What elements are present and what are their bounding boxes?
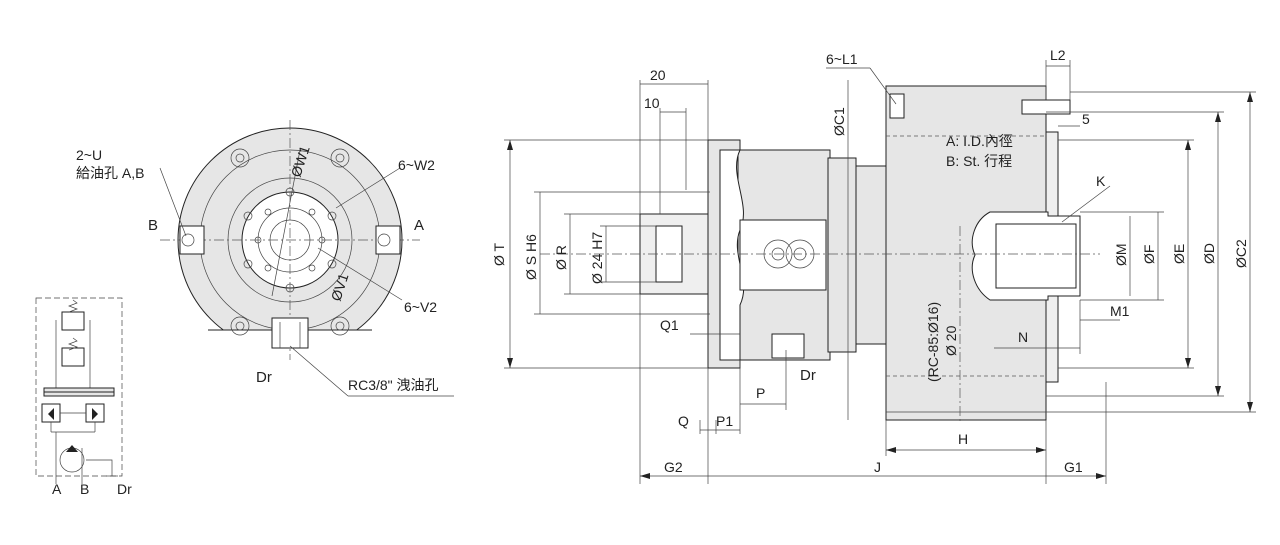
p1-label: P1 — [716, 413, 733, 429]
circuit-dr-label: Dr — [117, 481, 132, 497]
l1-label: 6~L1 — [826, 51, 858, 67]
hole-v2-label: 6~V2 — [404, 299, 437, 315]
dia-s-label: Ø S H6 — [523, 234, 539, 280]
dim-20-label: 20 — [650, 67, 666, 83]
dia-d-label: ØD — [1201, 243, 1217, 264]
port-a-boss — [375, 225, 401, 255]
dia-r-label: Ø R — [553, 245, 569, 270]
g2-label: G2 — [664, 459, 683, 475]
supply-qty-label: 2~U — [76, 147, 102, 163]
supply-desc-label: 給油孔 A,B — [76, 165, 144, 181]
port-b-label: B — [148, 217, 158, 234]
dia-24h7-label: Ø 24 H7 — [589, 232, 605, 284]
side-dimensions — [504, 60, 1256, 484]
port-a-label: A — [414, 217, 424, 234]
hydraulic-circuit — [35, 297, 123, 484]
dia-m-label: ØM — [1113, 243, 1129, 266]
l2-label: L2 — [1050, 47, 1066, 63]
dia-e-label: ØE — [1171, 244, 1187, 264]
dim-10-label: 10 — [644, 95, 660, 111]
dia-t-label: Ø T — [491, 242, 507, 266]
circuit-b-label: B — [80, 481, 89, 497]
inner-holes — [243, 187, 337, 293]
rear-ring — [827, 157, 857, 353]
c1-label: ØC1 — [831, 107, 847, 136]
side-view — [540, 85, 1100, 424]
circuit-a-label: A — [52, 481, 62, 497]
note-b: B: St. 行程 — [946, 153, 1012, 169]
m1-label: M1 — [1110, 303, 1130, 319]
h-label: H — [958, 431, 968, 447]
hole-w2-label: 6~W2 — [398, 157, 435, 173]
g1-label: G1 — [1064, 459, 1083, 475]
p-label: P — [756, 385, 765, 401]
note-a: A: I.D.內徑 — [946, 133, 1013, 149]
k-label: K — [1096, 173, 1106, 189]
rc85-label: (RC-85:Ø16) — [925, 302, 941, 382]
dimension-arrows — [507, 92, 1253, 479]
dia-c2-label: ØC2 — [1233, 239, 1249, 268]
n-label: N — [1018, 329, 1028, 345]
q-label: Q — [678, 413, 689, 429]
j-label: J — [874, 459, 881, 475]
drain-port-label: RC3/8" 洩油孔 — [348, 377, 439, 393]
front-view — [159, 120, 454, 397]
q1-label: Q1 — [660, 317, 679, 333]
dia-20-label: Ø 20 — [943, 325, 959, 356]
drain-label: Dr — [256, 369, 272, 386]
dim-5-label: 5 — [1082, 111, 1090, 127]
outer-bolt-holes — [230, 148, 350, 336]
dia-f-label: ØF — [1141, 245, 1157, 264]
side-dr-label: Dr — [800, 367, 816, 384]
drain-boss — [271, 317, 309, 349]
